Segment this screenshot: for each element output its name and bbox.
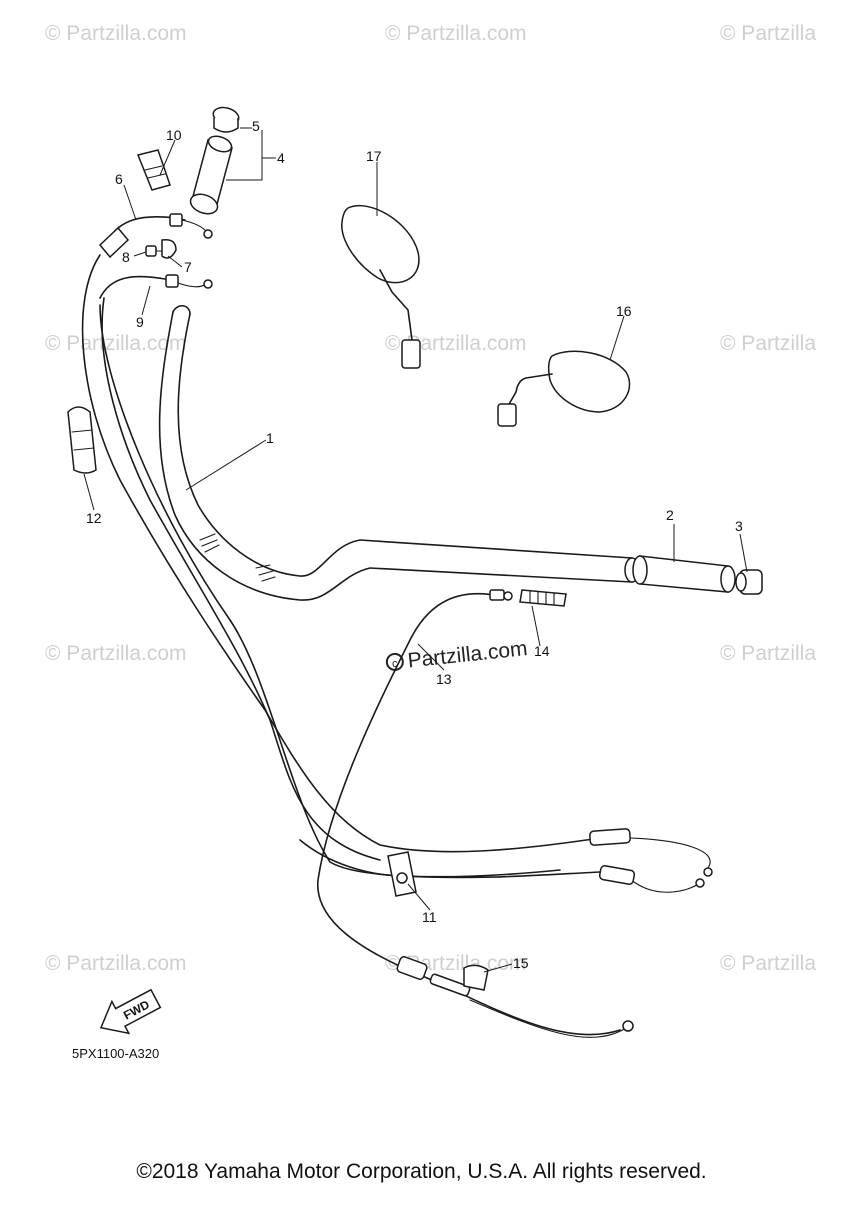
diagram-code: 5PX1100-A320 [72,1046,159,1061]
callout-2: 2 [666,507,674,523]
cable-6-part [98,213,213,259]
callout-16: 16 [616,303,632,319]
leader-lines [83,127,748,973]
callout-5: 5 [252,118,260,134]
cable-13-part [317,589,621,1036]
adjuster-part [519,589,567,607]
watermark: © Partzilla [720,332,816,355]
mirror-right-part [497,350,631,427]
cable-9-part [99,274,213,299]
callout-12: 12 [86,510,102,526]
callout-4: 4 [277,150,285,166]
screw-part [145,238,177,259]
watermark: © Partzilla.com [385,22,527,45]
brake-clutch-cables [81,254,713,893]
callout-3: 3 [735,518,743,534]
copyright-notice: ©2018 Yamaha Motor Corporation, U.S.A. A… [136,1160,707,1183]
watermark: © Partzilla.com [45,952,187,975]
clip-part [67,406,97,474]
throttle-grip-part [189,106,240,215]
callout-11: 11 [422,909,437,925]
svg-text:c: c [391,658,398,671]
callout-17: 17 [366,148,382,164]
callout-13: 13 [436,671,452,687]
watermark: © Partzilla.com [45,22,187,45]
watermark: © Partzilla [720,22,816,45]
callouts: 1 2 3 4 5 6 7 8 9 10 11 12 13 14 15 16 1… [86,118,743,971]
grip-part [632,555,736,593]
bar-end-part [735,569,763,595]
watermark: © Partzilla.com [45,642,187,665]
mirror-left-part [341,204,421,369]
center-watermark: c Partzilla.com [385,637,529,672]
callout-15: 15 [513,955,529,971]
cable-fitting-part [396,956,634,1038]
watermark: © Partzilla.com [45,332,187,355]
watermark: © Partzilla [720,952,816,975]
watermark: Partzilla.com [407,637,529,672]
callout-14: 14 [534,643,550,659]
callout-8: 8 [122,249,130,265]
callout-10: 10 [166,127,182,143]
callout-1: 1 [266,430,274,446]
clamp-part [136,149,171,191]
cable-holder-part [387,851,417,897]
callout-6: 6 [115,171,123,187]
callout-7: 7 [184,259,192,275]
fwd-arrow: FWD [99,988,162,1035]
callout-9: 9 [136,314,144,330]
watermark: © Partzilla [720,642,816,665]
